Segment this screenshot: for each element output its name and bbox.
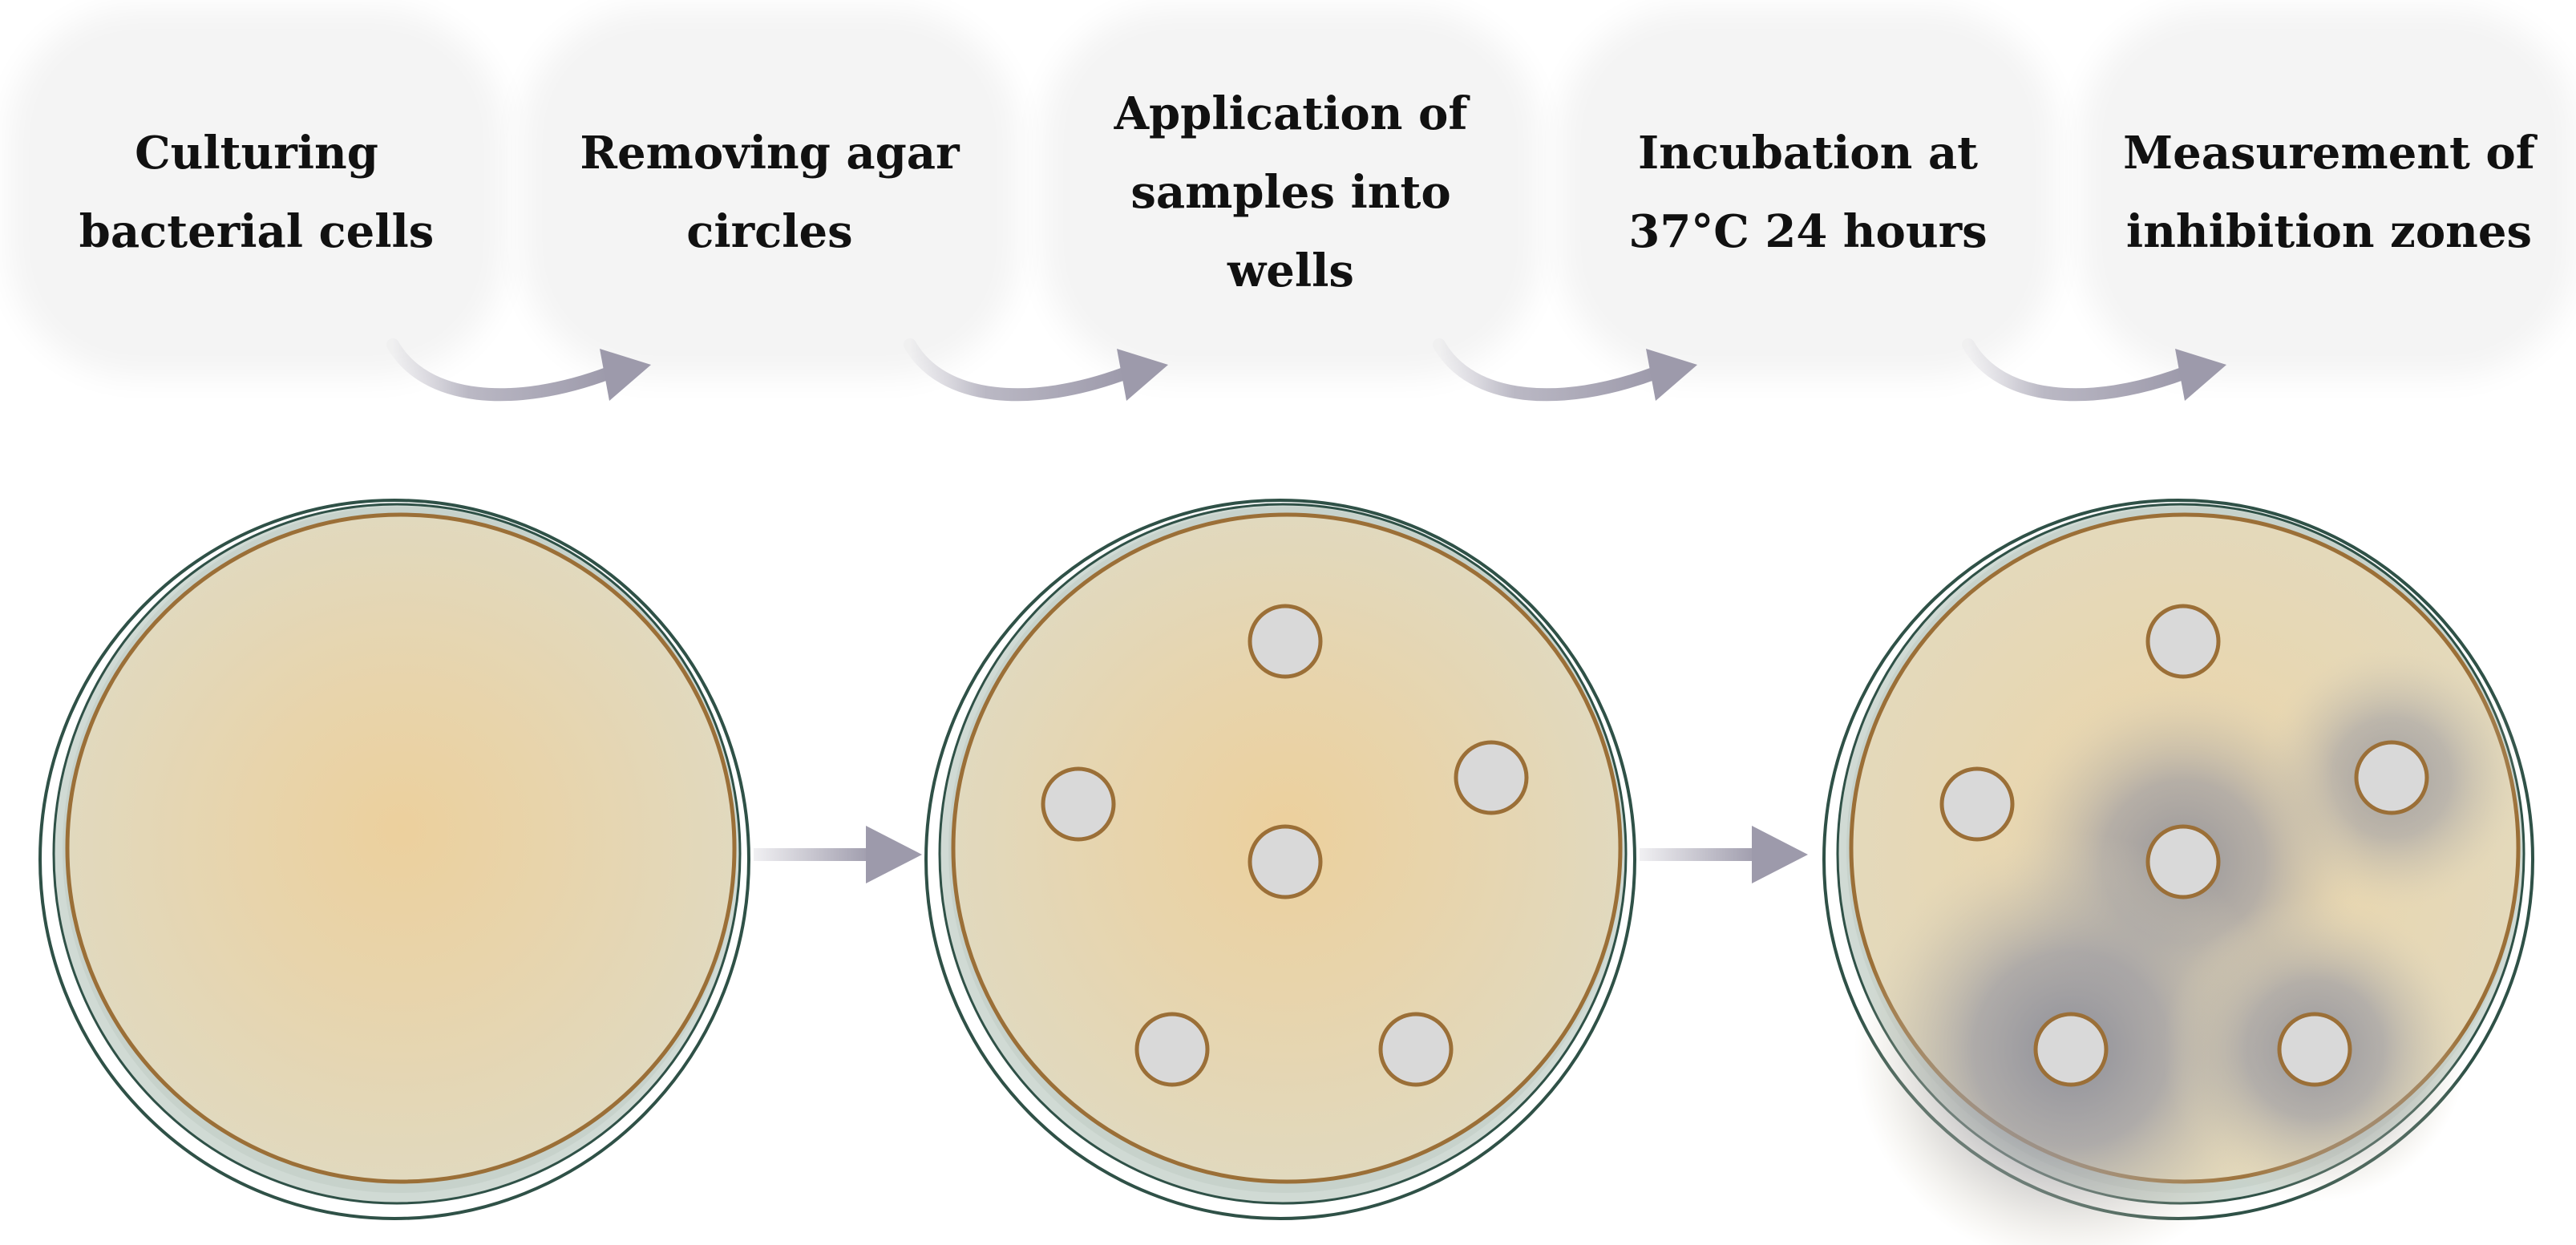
- step-label-removing-agar: Removing agar circles: [580, 127, 960, 258]
- step-label-application: Application of samples into wells: [1114, 87, 1468, 297]
- well: [1454, 740, 1529, 815]
- well: [1378, 1012, 1454, 1087]
- inhibition-plate: [1822, 499, 2534, 1245]
- curved-arrow-2: [904, 338, 1168, 402]
- curved-arrow-1: [386, 338, 651, 402]
- well: [2145, 604, 2221, 679]
- step-box-removing-agar: Removing agar circles: [545, 32, 994, 353]
- well: [2354, 740, 2429, 815]
- step-label-measurement: Measurement of inhibition zones: [2123, 127, 2535, 258]
- well: [1248, 604, 1323, 679]
- straight-arrow-2: [1640, 826, 1808, 883]
- step-label-culturing: Culturing bacterial cells: [79, 127, 435, 258]
- well: [1041, 766, 1116, 842]
- well: [2277, 1012, 2352, 1087]
- step-box-measurement: Measurement of inhibition zones: [2105, 32, 2554, 353]
- culture-plate: [38, 499, 750, 1220]
- step-box-incubation: Incubation at 37°C 24 hours: [1583, 32, 2032, 353]
- step-box-application: Application of samples into wells: [1066, 32, 1515, 353]
- curved-arrow-4: [1962, 338, 2226, 402]
- wells-plate: [924, 499, 1636, 1220]
- step-box-culturing: Culturing bacterial cells: [32, 32, 481, 353]
- straight-arrow-1: [754, 826, 922, 883]
- curved-arrow-3: [1433, 338, 1697, 402]
- well: [1248, 824, 1323, 899]
- well: [2145, 824, 2221, 899]
- well: [1939, 766, 2015, 842]
- step-label-incubation: Incubation at 37°C 24 hours: [1628, 127, 1988, 258]
- well: [1134, 1012, 1210, 1087]
- well: [2033, 1012, 2109, 1087]
